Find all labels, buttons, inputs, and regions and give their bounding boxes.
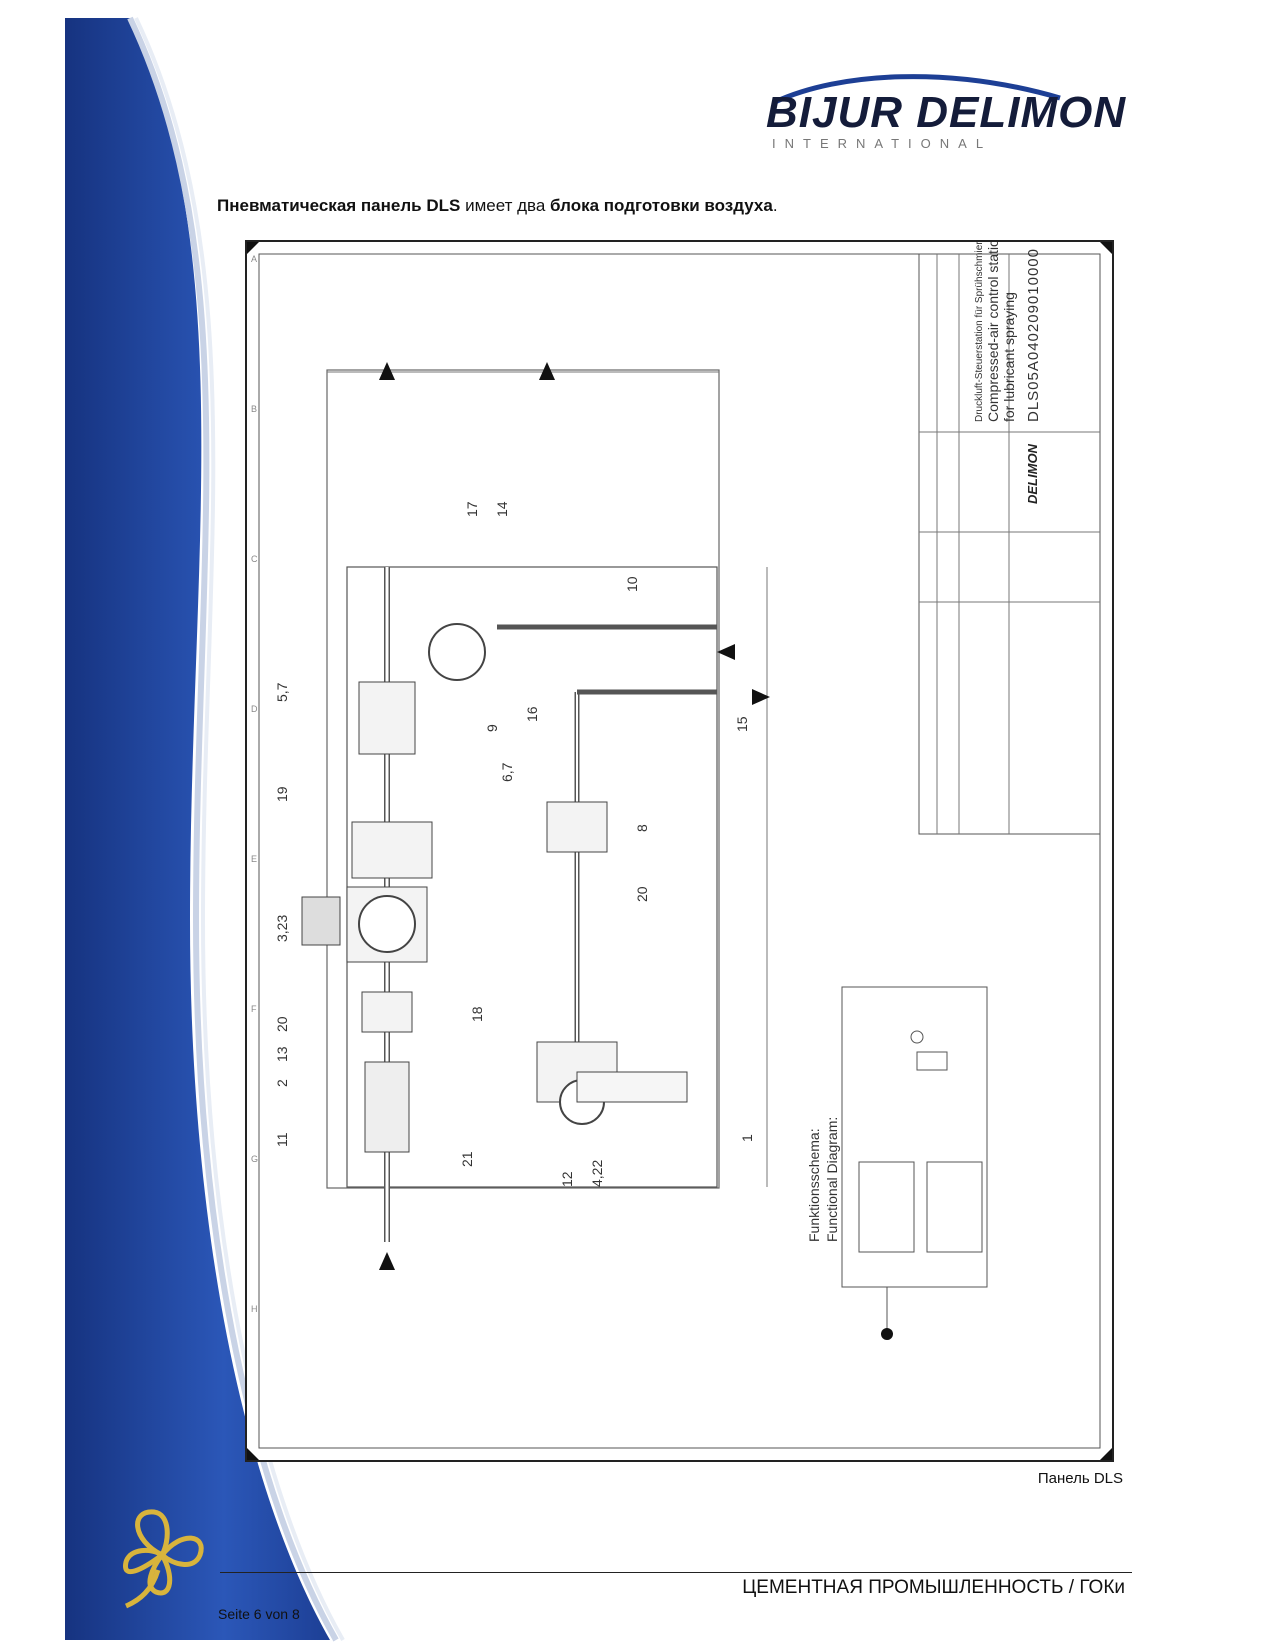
technical-drawing-canvas: A B C D E F G H Druckluft-Steuerstation für Spr…	[247, 242, 1112, 1460]
part-number-label: 16	[524, 706, 540, 722]
border-letter: E	[251, 854, 257, 864]
intro-bold-3: блока подготовки воздуха	[550, 196, 773, 215]
part-number-label: 5,7	[274, 682, 290, 702]
brand-stamp: DELIMON	[1025, 443, 1040, 504]
part-number-label: 20	[274, 1016, 290, 1032]
part-number-label: 14	[494, 501, 510, 517]
intro-bold-1: Пневматическая панель DLS	[217, 196, 461, 215]
part-number-label: 11	[274, 1132, 290, 1147]
logo-brand-text: BIJUR DELIMON	[766, 88, 1127, 137]
title-line-2: Compressed-air control station	[985, 242, 1001, 422]
part-number-label: 20	[634, 886, 650, 902]
part-number-label: 2	[274, 1079, 290, 1087]
border-letter: D	[251, 704, 258, 714]
intro-sentence: Пневматическая панель DLS имеет два блок…	[217, 196, 778, 216]
technical-drawing: A B C D E F G H Druckluft-Steuerstation für Spr…	[245, 240, 1114, 1462]
footer-rule	[220, 1572, 1132, 1573]
part-number-label: 10	[624, 576, 640, 592]
part-number-label: 8	[634, 824, 650, 832]
border-letter: C	[251, 554, 258, 564]
border-letters: A B C D E F G H	[251, 254, 258, 1314]
border-letter: H	[251, 1304, 258, 1314]
border-letter: F	[251, 1004, 257, 1014]
part-number-label: 19	[274, 786, 290, 802]
part-number-label: 9	[484, 724, 500, 732]
part-number-labels: 5,7 19 3,23 20 13 2 11 9 6,7 8 20 18 21 12 4,22 1 17 14 10…	[274, 501, 755, 1187]
footer-title: ЦЕМЕНТНАЯ ПРОМЫШЛЕННОСТЬ / ГОКи	[742, 1577, 1125, 1598]
functional-diagram: Funktionsschema: Functional Diagram:	[806, 986, 988, 1340]
title-line-1: Druckluft-Steuerstation für Sprühschmier…	[974, 242, 985, 422]
intro-text-2: имеет два	[460, 196, 551, 215]
logo-tagline: INTERNATIONAL	[772, 136, 993, 151]
part-number-label: 3,23	[274, 915, 290, 942]
part-number-label: 21	[459, 1151, 475, 1167]
functional-diagram-label-en: Functional Diagram:	[824, 1117, 840, 1242]
page-number: Seite 6 von 8	[218, 1606, 300, 1622]
company-logo: BIJUR DELIMON INTERNATIONAL	[760, 68, 1130, 160]
intro-text-4: .	[772, 196, 778, 215]
border-letter: B	[251, 404, 257, 414]
part-number-label: 6,7	[499, 762, 515, 782]
functional-diagram-label-de: Funktionsschema:	[806, 1128, 822, 1242]
part-number-label: 1	[739, 1134, 755, 1142]
part-number-label: 4,22	[589, 1160, 605, 1187]
part-number-label: 18	[469, 1006, 485, 1022]
part-number-label: 13	[274, 1046, 290, 1062]
border-letter: A	[251, 254, 257, 264]
logo-arc-icon	[773, 74, 1061, 105]
clover-logo-icon	[123, 1509, 204, 1609]
figure-caption: Панель DLS	[1037, 1470, 1123, 1487]
drawing-number: DLS05A040209010000	[1025, 248, 1042, 422]
title-block: Druckluft-Steuerstation für Sprühschmier…	[918, 242, 1101, 835]
part-number-label: 12	[559, 1171, 575, 1187]
part-number-label: 15	[734, 716, 750, 732]
border-letter: G	[251, 1154, 258, 1164]
title-line-3: for lubricant spraying	[1001, 292, 1017, 422]
part-number-label: 17	[464, 501, 480, 517]
